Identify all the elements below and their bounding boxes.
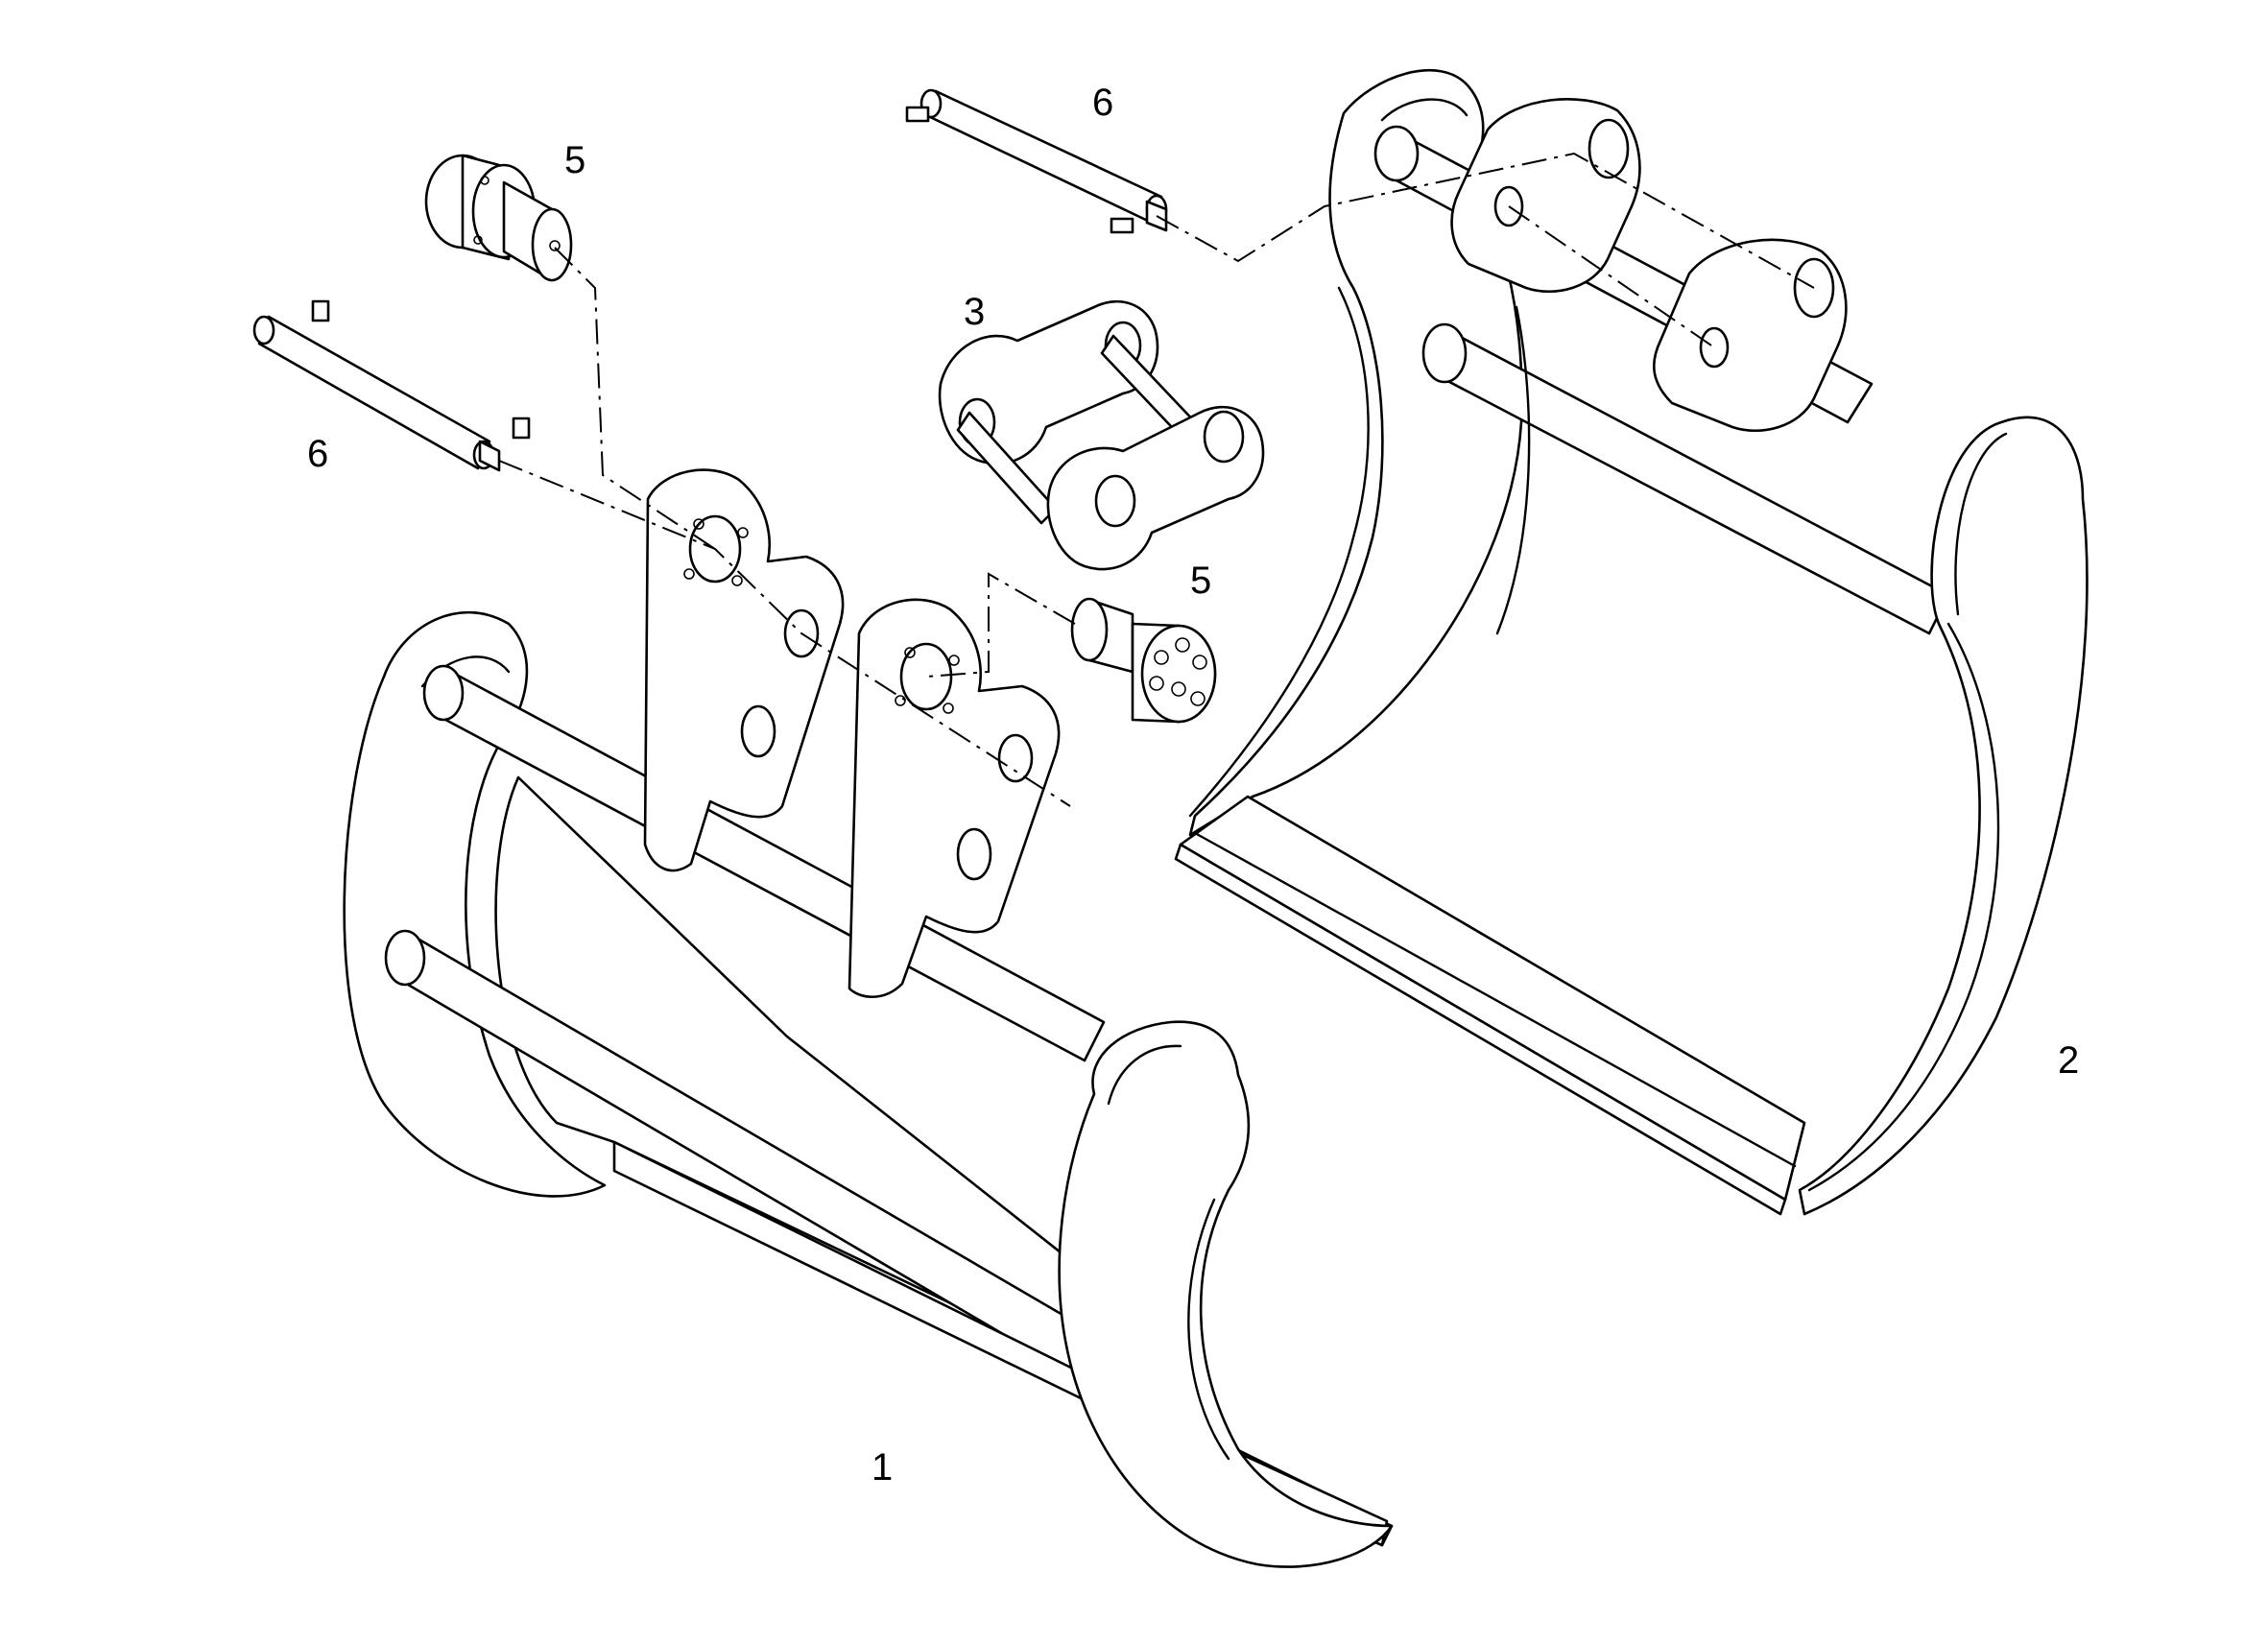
bucket-1-ear-right bbox=[848, 598, 1061, 998]
bucket-2 bbox=[1174, 69, 2089, 1216]
pin-6-left bbox=[252, 299, 531, 472]
link-3-pin-a bbox=[956, 411, 1058, 525]
callouts: 1 2 3 5 5 6 6 bbox=[307, 82, 2079, 1489]
callout-item-5-lower: 5 bbox=[1190, 560, 1211, 602]
bucket-1-ear-left bbox=[643, 468, 845, 872]
callout-item-5-upper: 5 bbox=[564, 139, 585, 181]
pin-6-upper bbox=[905, 88, 1168, 234]
callout-item-3: 3 bbox=[964, 291, 985, 333]
bucket-1 bbox=[343, 468, 1394, 1568]
bushing-5-upper bbox=[424, 154, 573, 282]
bucket-2-left-side-plate bbox=[1188, 69, 1523, 837]
bucket-2-right-side-plate bbox=[1798, 416, 2089, 1216]
assembly-centerlines bbox=[498, 152, 1815, 807]
callout-item-2: 2 bbox=[2058, 1039, 2079, 1082]
callout-item-1: 1 bbox=[871, 1446, 893, 1489]
link-3 bbox=[938, 299, 1265, 571]
bucket-1-right-hook-plate bbox=[1058, 1020, 1394, 1568]
bucket-1-left-side-plate bbox=[343, 610, 607, 1198]
callout-item-6-left: 6 bbox=[307, 433, 328, 475]
callout-item-6-upper: 6 bbox=[1092, 82, 1113, 124]
bushing-5-lower bbox=[1070, 597, 1217, 724]
